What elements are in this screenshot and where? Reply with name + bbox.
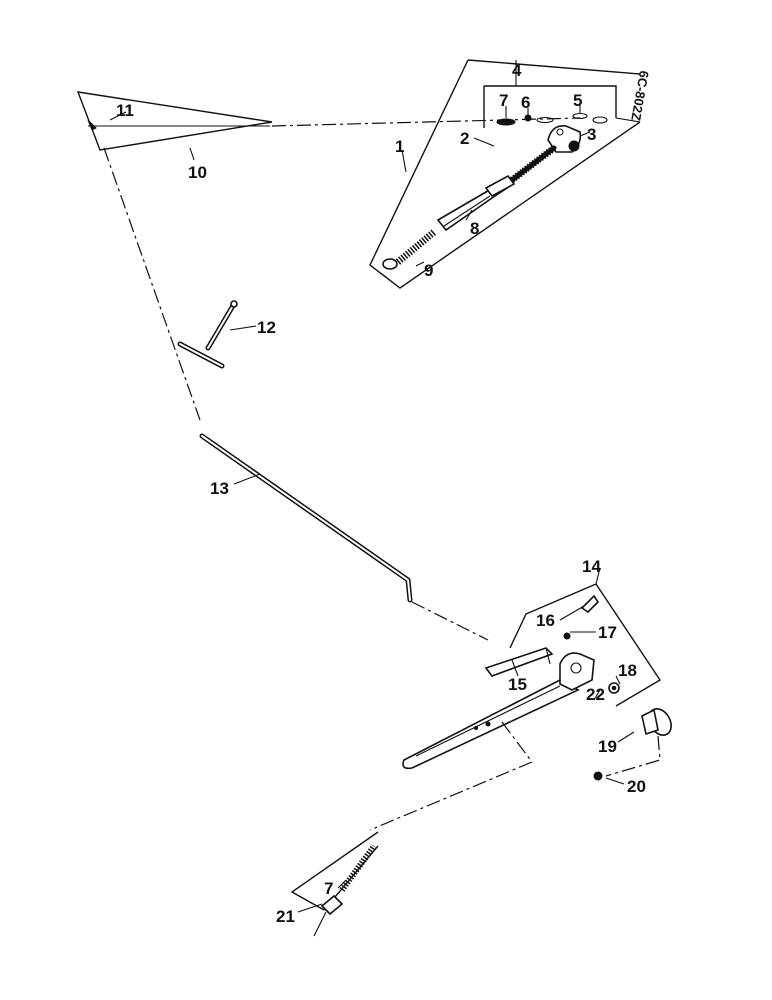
callout-1: 1 xyxy=(395,137,404,156)
part-7-pin xyxy=(496,118,516,126)
part-2-threaded-rod xyxy=(509,145,557,183)
callout-13: 13 xyxy=(210,479,229,498)
part-9-threaded-end xyxy=(382,229,437,270)
figure-code: 6C-802Z xyxy=(628,69,652,121)
part-5-washer xyxy=(572,112,608,124)
callout-14: 14 xyxy=(582,557,601,576)
callout-10: 10 xyxy=(188,163,207,182)
callout-11: 11 xyxy=(116,101,134,120)
callout-4: 4 xyxy=(512,61,522,80)
part-6-ball xyxy=(524,114,554,124)
callout-16: 16 xyxy=(536,611,555,630)
part-14-assembly-frame xyxy=(509,567,661,707)
part-21-assembly xyxy=(290,831,379,937)
callout-19: 19 xyxy=(598,737,617,756)
callout-9: 9 xyxy=(424,261,433,280)
callout-12: 12 xyxy=(257,318,276,337)
part-20-screw xyxy=(593,771,603,781)
main-lever-arm xyxy=(369,652,595,831)
callout-7b: 7 xyxy=(324,879,333,898)
callout-5: 5 xyxy=(573,91,582,110)
callout-22: 22 xyxy=(586,685,605,704)
callout-8: 8 xyxy=(470,219,479,238)
leader-10-to-1 xyxy=(271,117,581,127)
part-18-nut xyxy=(608,682,620,694)
part-15-bracket xyxy=(484,647,554,677)
part-12-t-handle xyxy=(177,300,238,369)
part-10-wedge-panel xyxy=(76,91,273,151)
part-3-knob-housing xyxy=(547,124,582,153)
part-19-knob xyxy=(605,708,672,777)
callout-6: 6 xyxy=(521,93,530,112)
callout-7a: 7 xyxy=(499,91,508,110)
part-13-long-rod xyxy=(199,433,489,641)
callout-17: 17 xyxy=(598,623,617,642)
part-1-assembly-frame xyxy=(369,59,641,289)
callout-20: 20 xyxy=(627,777,646,796)
callout-18: 18 xyxy=(618,661,637,680)
part-16-clip xyxy=(580,594,600,614)
leader-10-to-13 xyxy=(103,147,201,421)
callout-15: 15 xyxy=(508,675,527,694)
callout-2: 2 xyxy=(460,129,469,148)
callout-21: 21 xyxy=(276,907,295,926)
part-17-ball xyxy=(563,632,571,640)
part-8-clevis-fork xyxy=(436,174,516,232)
callout-3: 3 xyxy=(587,125,596,144)
callout-leaders xyxy=(109,104,635,913)
